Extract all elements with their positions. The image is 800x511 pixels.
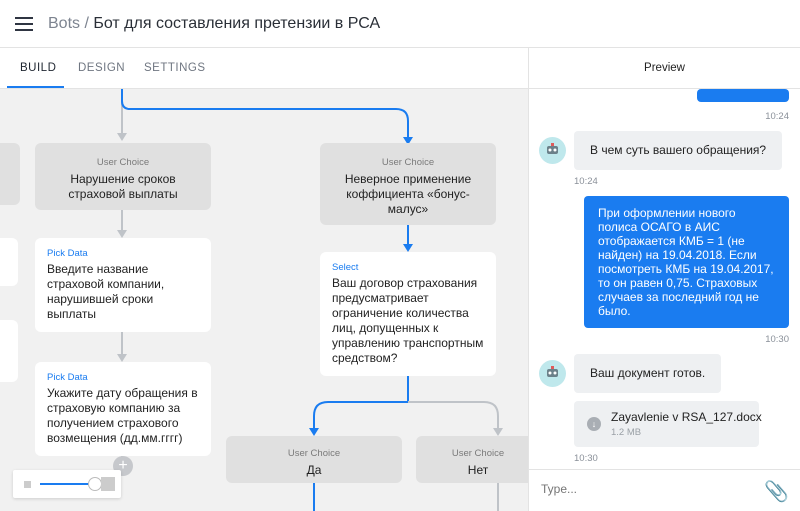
node-type: User Choice (287, 448, 341, 459)
node-type: User Choice (451, 448, 505, 459)
select-node[interactable]: Select Ваш договор страхования предусмат… (320, 252, 496, 376)
pick-data-node[interactable]: Pick Data Укажите дату обращения в страх… (35, 362, 211, 456)
pick-data-node[interactable]: Pick Data Введите название страховой ком… (35, 238, 211, 332)
node-text: Неверное применение коффициента «бонус-м… (344, 172, 472, 216)
bot-avatar (539, 137, 566, 164)
arrow-icon (117, 354, 127, 362)
arrowheads (117, 133, 503, 436)
node-text: Ваш договор страхования предусматривает … (332, 276, 484, 365)
tab-settings[interactable]: SETTINGS (144, 62, 206, 74)
node-type: Select (332, 262, 359, 273)
message-time: 10:24 (765, 111, 789, 122)
breadcrumb-separator: / (80, 15, 94, 32)
user-message (697, 89, 789, 102)
user-message: При оформлении нового полиса ОСАГО в АИС… (584, 196, 789, 328)
active-tab-indicator (7, 86, 64, 88)
node-text: Введите название страховой компании, нар… (47, 262, 165, 321)
zoom-slider-handle[interactable] (88, 477, 102, 491)
zoom-out-icon[interactable] (24, 481, 31, 488)
breadcrumb: Bots / Бот для составления претензии в Р… (48, 15, 380, 33)
user-choice-node-yes[interactable]: User Choice Да (226, 436, 402, 483)
file-name: Zayavlenie v RSA_127.docx (611, 410, 762, 424)
message-input[interactable] (541, 482, 761, 496)
connector (408, 401, 499, 432)
message-time: 10:30 (765, 334, 789, 345)
arrow-icon (403, 244, 413, 252)
chat-input-bar: 📎 (529, 469, 800, 511)
file-size: 1.2 MB (611, 427, 642, 438)
connector (121, 89, 409, 139)
flow-node-partial[interactable] (0, 143, 20, 205)
paperclip-icon[interactable]: 📎 (764, 481, 789, 503)
preview-title: Preview (529, 48, 800, 89)
node-text: Нарушение сроков страховой выплаты (68, 172, 178, 201)
node-type: Pick Data (47, 372, 88, 383)
arrow-icon (309, 428, 319, 436)
node-type: Pick Data (47, 248, 88, 259)
message-time: 10:24 (574, 176, 598, 187)
page-title: Бот для составления претензии в РСА (93, 15, 381, 32)
tab-bar: BUILD DESIGN SETTINGS (0, 48, 528, 89)
file-attachment[interactable]: ↓ Zayavlenie v RSA_127.docx 1.2 MB (574, 401, 762, 447)
chat-area[interactable]: 10:24 В чем суть вашего обращения? 10:24… (529, 89, 800, 469)
user-choice-node[interactable]: User Choice Неверное применение коффицие… (320, 143, 496, 225)
node-text: Нет (467, 463, 489, 477)
user-choice-node[interactable]: User Choice Нарушение сроков страховой в… (35, 143, 211, 210)
flow-node-partial[interactable] (0, 320, 18, 382)
arrow-icon (493, 428, 503, 436)
flow-node-partial[interactable] (0, 238, 18, 286)
flow-canvas[interactable]: User Choice Нарушение сроков страховой в… (0, 89, 528, 511)
tab-design[interactable]: DESIGN (78, 62, 126, 74)
tab-build[interactable]: BUILD (20, 62, 57, 74)
zoom-control (13, 470, 121, 498)
arrow-icon (117, 230, 127, 238)
app-header: Bots / Бот для составления претензии в Р… (0, 0, 800, 48)
menu-icon[interactable] (15, 17, 33, 31)
arrow-icon (117, 133, 127, 141)
node-type: User Choice (96, 157, 150, 168)
breadcrumb-bots[interactable]: Bots (48, 15, 81, 32)
zoom-in-icon[interactable] (101, 477, 115, 491)
message-time: 10:30 (574, 453, 598, 464)
arrow-icon (403, 137, 413, 145)
connector (313, 401, 408, 432)
node-type: User Choice (381, 157, 435, 168)
node-text: Да (306, 463, 322, 477)
download-icon[interactable]: ↓ (587, 417, 601, 431)
bot-message: Ваш документ готов. (574, 354, 722, 393)
node-text: Укажите дату обращения в страховую компа… (47, 386, 198, 445)
bot-avatar (539, 360, 566, 387)
user-choice-node-no[interactable]: User Choice Нет (416, 436, 528, 483)
preview-panel: Preview 10:24 В чем суть вашего обращени… (528, 48, 800, 511)
bot-message: В чем суть вашего обращения? (574, 131, 783, 170)
zoom-slider[interactable] (40, 483, 90, 485)
